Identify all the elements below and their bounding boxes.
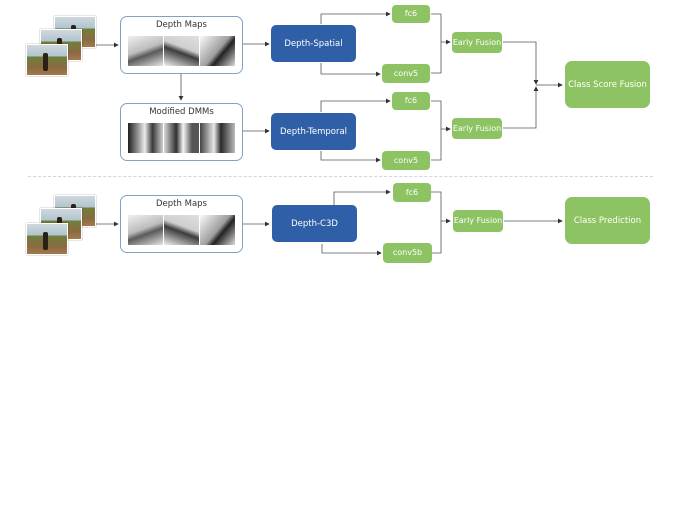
rgb-video-frames-icon [26,195,98,257]
dmm-label: Modified DMMs [149,107,214,117]
depth-map-thumbnails-icon [128,36,235,66]
class-prediction: Class Prediction [565,197,650,244]
temporal-conv5: conv5 [382,151,430,170]
c3d-early-fusion: Early Fusion [453,210,503,232]
c3d-conv5b: conv5b [383,243,432,263]
depth-maps-label: Depth Maps [156,199,207,209]
depth-maps-box-top: Depth Maps [120,16,243,74]
spatial-conv5: conv5 [382,64,430,83]
depth-maps-box-bottom: Depth Maps [120,195,243,253]
temporal-early-fusion: Early Fusion [452,118,502,139]
spatial-fc6: fc6 [392,5,430,23]
spatial-early-fusion: Early Fusion [452,32,502,53]
dmm-box: Modified DMMs [120,103,243,161]
dmm-thumbnails-icon [128,123,235,153]
depth-c3d-net: Depth-C3D [272,205,357,242]
class-score-fusion: Class Score Fusion [565,61,650,108]
rgb-video-frames-icon [26,16,98,78]
c3d-fc6: fc6 [393,183,431,202]
depth-temporal-net: Depth-Temporal [271,113,356,150]
depth-map-thumbnails-icon [128,215,235,245]
depth-spatial-net: Depth-Spatial [271,25,356,62]
section-divider [28,176,653,177]
temporal-fc6: fc6 [392,92,430,110]
depth-maps-label: Depth Maps [156,20,207,30]
